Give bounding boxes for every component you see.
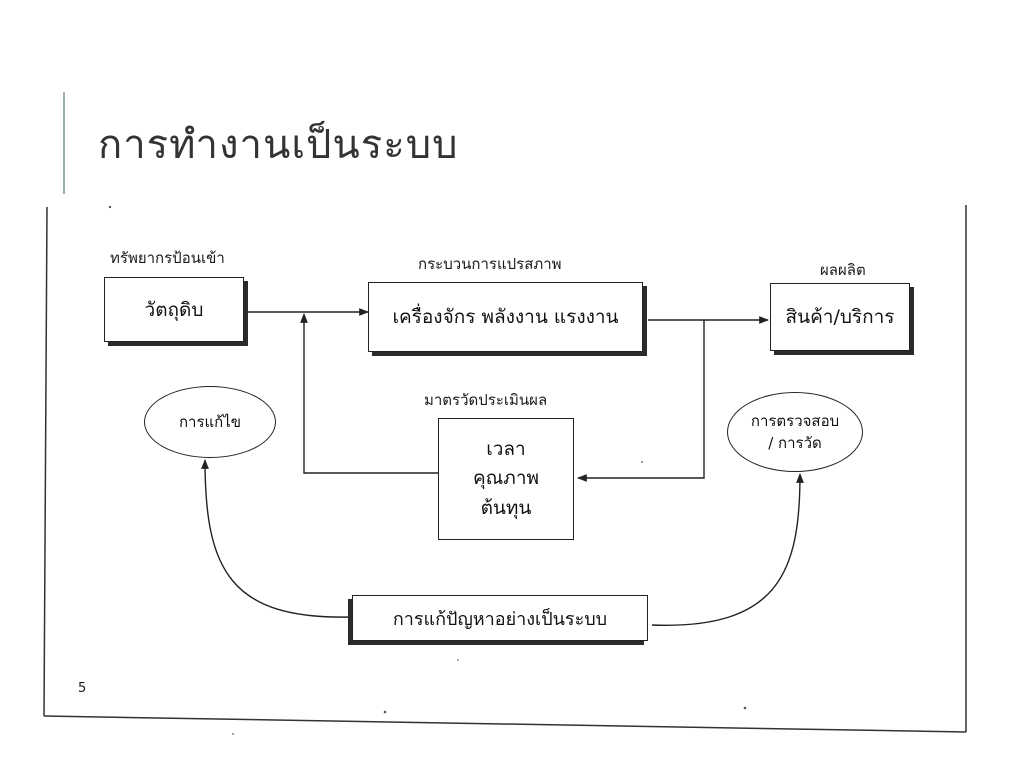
arrow-system-to-correction [201,459,353,618]
input-box: วัตถุดิบ [104,277,244,342]
arrow-output-to-measure [577,320,705,482]
process-box: เครื่องจักร พลังงาน แรงงาน [368,282,643,352]
scan-speck [108,205,112,209]
arrow-measure-to-input [300,313,438,474]
scan-speck [743,706,747,710]
output-heading: ผลผลิต [820,261,866,279]
measure-heading: มาตรวัดประเมินผล [424,391,548,409]
process-heading: กระบวนการแปรสภาพ [418,255,562,273]
measure-line-cost: ต้นทุน [480,496,532,519]
page-number: 5 [78,681,87,696]
scan-speck [641,461,643,463]
slide-title: การทำงานเป็นระบบ [98,122,459,168]
scan-speck [232,733,234,735]
scan-speck [383,710,387,714]
arrow-system-to-inspection [651,473,804,626]
scan-speck [457,659,459,661]
frame-left [43,206,48,717]
correction-oval: การแก้ไข [144,386,276,458]
measure-line-time: เวลา [486,437,526,460]
measure-box: เวลา คุณภาพ ต้นทุน [438,418,574,540]
inspection-oval: การตรวจสอบ / การวัด [727,392,863,472]
frame-bottom [43,715,967,733]
measure-line-quality: คุณภาพ [472,467,540,490]
title-accent-bar [63,92,65,194]
inspection-line-1: การตรวจสอบ [750,411,840,430]
inspection-line-2: / การวัด [768,434,822,452]
output-box: สินค้า/บริการ [770,283,910,351]
input-heading: ทรัพยากรป้อนเข้า [110,249,225,267]
system-box: การแก้ปัญหาอย่างเป็นระบบ [352,595,648,641]
